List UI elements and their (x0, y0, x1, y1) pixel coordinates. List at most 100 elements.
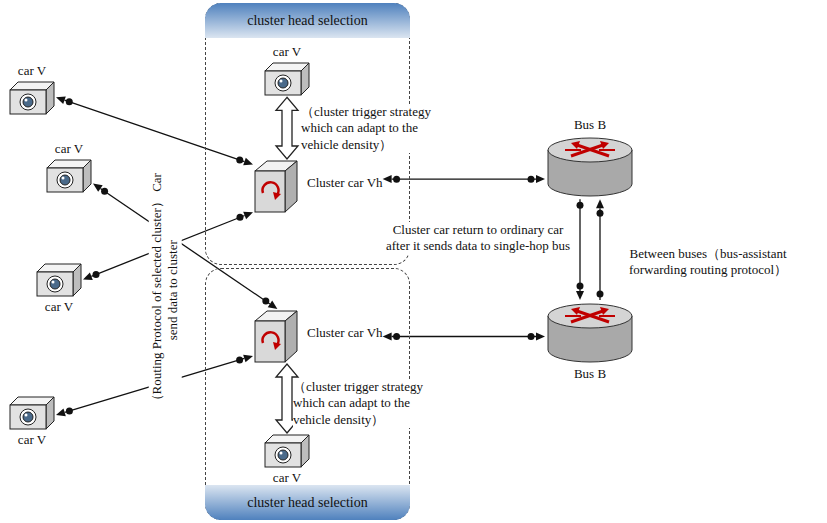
annotation: Between buses（bus-assistant forwarding r… (628, 246, 788, 279)
car-node: car V (263, 43, 311, 97)
cluster-region: cluster head selection（cluster trigger s… (205, 3, 410, 265)
icon-part (273, 342, 281, 350)
node-label: Bus B (574, 117, 606, 133)
icon-part (62, 177, 65, 180)
link-connector (383, 175, 545, 183)
icon-part (23, 97, 33, 107)
arrowhead (56, 96, 66, 104)
node-label: car V (273, 44, 301, 60)
icon-part (255, 171, 285, 212)
arrowhead (383, 333, 392, 341)
icon-part (253, 309, 299, 364)
hollow-arrow-shape (276, 97, 298, 159)
node-label: car V (18, 63, 46, 79)
cluster-car-icon (253, 309, 299, 364)
icon-part (253, 159, 299, 214)
annotation: Cluster car return to ordinary car after… (383, 222, 573, 255)
icon-part (599, 149, 615, 151)
icon-part (571, 307, 580, 315)
arrowhead (243, 212, 253, 219)
connector-dot (597, 210, 604, 217)
icon-part (10, 405, 46, 429)
cluster-car-icon (253, 159, 299, 214)
icon-part (265, 71, 301, 95)
connector-line (392, 336, 536, 337)
icon-part (301, 63, 309, 95)
bus-router-icon (545, 134, 635, 199)
arrowhead (596, 199, 604, 208)
icon-part (571, 141, 580, 149)
icon-part (47, 276, 63, 292)
node-label: Bus B (574, 366, 606, 382)
connector-line (100, 189, 270, 304)
strategy-note: （cluster trigger strategy which can adap… (301, 104, 451, 153)
icon-part (50, 279, 60, 289)
icon-part (278, 450, 288, 460)
connector-dot (236, 214, 243, 221)
icon-part (278, 78, 288, 88)
region-header-band: cluster head selection (205, 485, 410, 520)
icon-part (285, 311, 297, 362)
car-icon (263, 61, 311, 97)
car-icon (8, 395, 56, 431)
icon-part (10, 90, 46, 114)
icon-part (280, 80, 283, 83)
connector-dot (236, 156, 243, 163)
connector-dot (93, 271, 100, 278)
link-connector (383, 333, 545, 341)
link-connector (93, 184, 277, 310)
car-icon (263, 433, 311, 469)
icon-part (37, 272, 73, 296)
icon-part (545, 134, 635, 199)
icon-part (35, 262, 83, 298)
connector-line (392, 178, 536, 179)
node-label: car V (18, 432, 46, 448)
bus-node: Bus B (545, 300, 635, 383)
icon-part (46, 82, 54, 114)
hollow-double-arrow (276, 97, 298, 159)
icon-part (265, 443, 301, 467)
arrowhead (243, 355, 253, 363)
region-header-band: cluster head selection (205, 3, 410, 38)
icon-part (57, 172, 73, 188)
icon-part (263, 433, 311, 469)
car-node: car V (263, 433, 311, 487)
icon-part (73, 264, 81, 296)
icon-part (273, 192, 281, 200)
connector-dot (66, 98, 73, 105)
icon-part (47, 168, 83, 192)
connector-line (599, 208, 600, 300)
connector-dot (262, 298, 269, 305)
connector-line (579, 199, 580, 291)
icon-part (23, 412, 33, 422)
car-node: car V (35, 262, 83, 316)
icon-part (8, 395, 56, 431)
icon-part (20, 409, 36, 425)
icon-part (275, 447, 291, 463)
node-label: car V (55, 141, 83, 157)
icon-part (599, 315, 615, 317)
car-icon (8, 80, 56, 116)
connector-line (65, 100, 245, 161)
icon-part (25, 414, 28, 417)
arrowhead (56, 409, 66, 417)
connector-dot (528, 333, 535, 340)
link-connector (576, 199, 584, 300)
icon-part (263, 61, 311, 97)
connector-dot (577, 283, 584, 290)
icon-part (60, 175, 70, 185)
node-label: car V (45, 299, 73, 315)
icon-part (25, 99, 28, 102)
node-label: car V (273, 470, 301, 486)
car-node: car V (45, 140, 93, 194)
arrowhead (576, 291, 584, 300)
icon-part (255, 321, 285, 362)
bus-node: Bus B (545, 116, 635, 199)
icon-part (280, 452, 283, 455)
connector-dot (66, 407, 73, 414)
connector-dot (528, 176, 535, 183)
connector-dot (577, 202, 584, 209)
bus-router-icon (545, 300, 635, 365)
icon-part (46, 397, 54, 429)
